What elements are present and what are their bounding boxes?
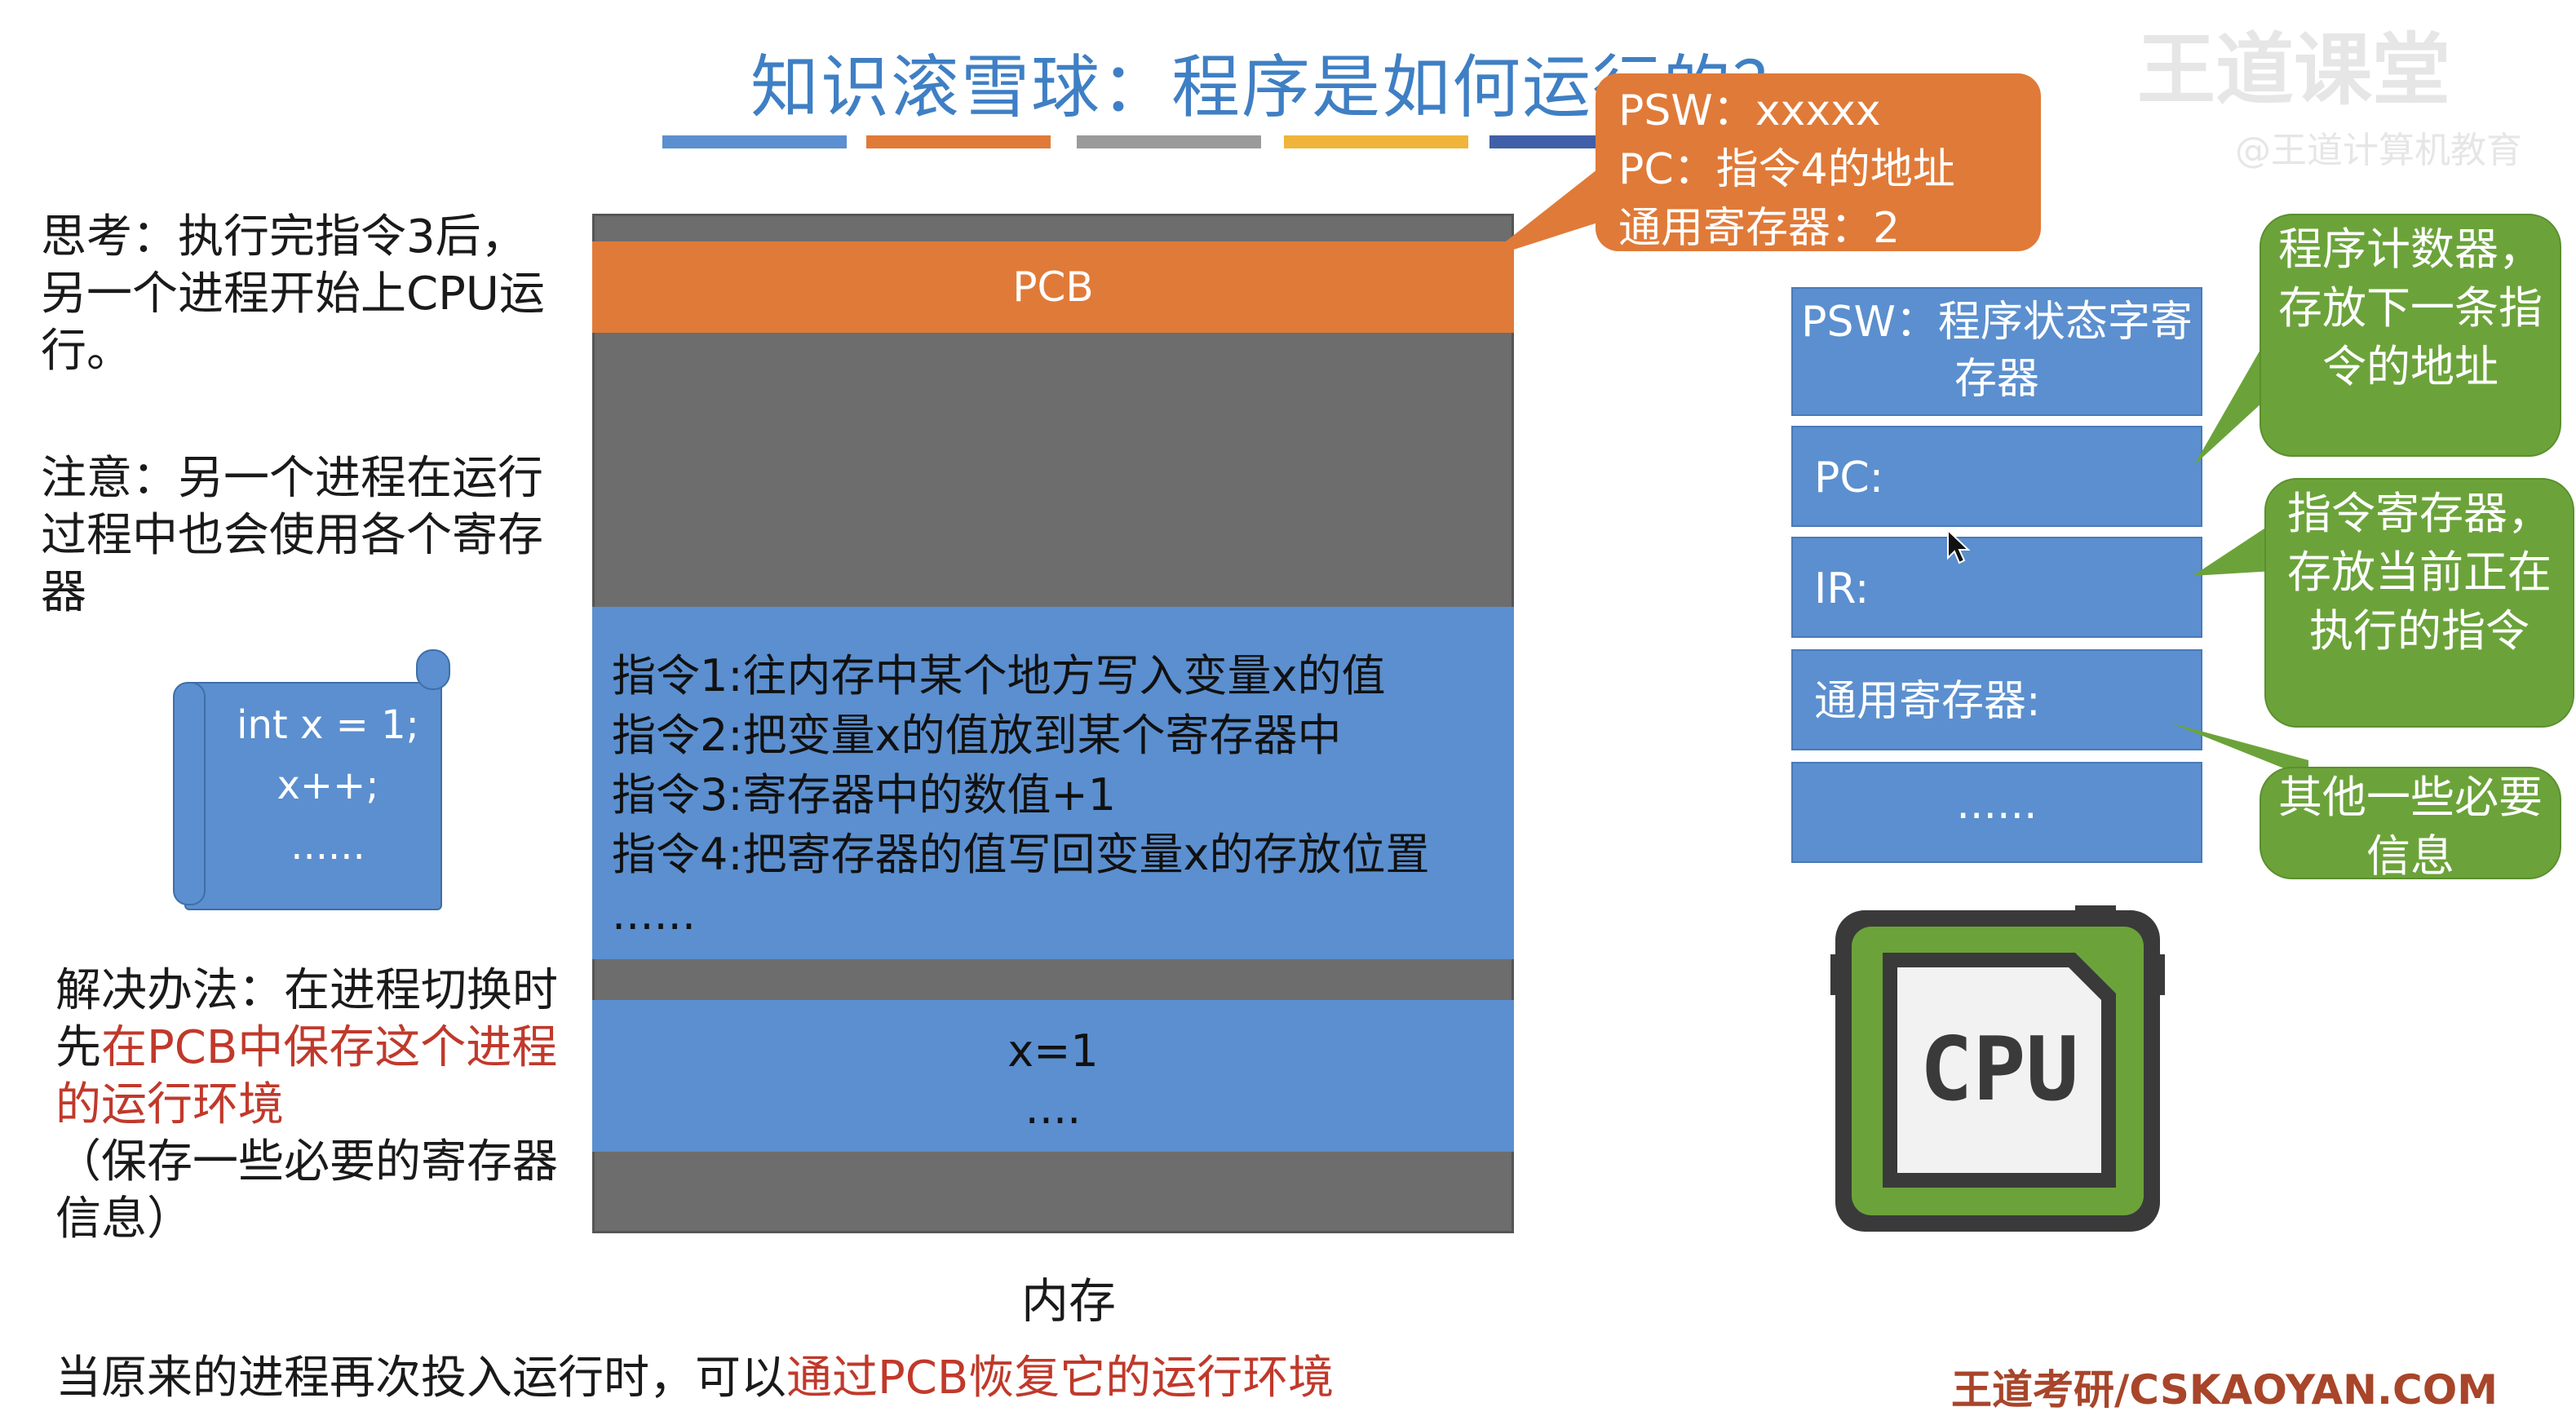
bottom-conclusion: 当原来的进程再次投入运行时，可以通过PCB恢复它的运行环境	[55, 1341, 1334, 1407]
register-pc: PC:	[1791, 426, 2202, 527]
title-underline-1	[662, 135, 847, 148]
pc-description-callout: 程序计数器，存放下一条指令的地址	[2260, 214, 2561, 457]
think-text: 思考：执行完指令3后，另一个进程开始上CPU运行。	[41, 210, 545, 378]
mouse-cursor-icon	[1947, 529, 1971, 564]
code-snippet: int x = 1; x++; ......	[206, 695, 450, 876]
register-general: 通用寄存器:	[1791, 649, 2202, 750]
pcb-saved-state-callout: PSW：xxxxx PC：指令4的地址 通用寄存器：2	[1596, 73, 2041, 253]
callout-line: PSW：xxxxx	[1618, 86, 1881, 135]
instruction-line: 指令4:把寄存器的值写回变量x的存放位置	[612, 829, 1430, 880]
code-line: ......	[290, 823, 365, 869]
watermark-logo: 王道课堂	[2137, 24, 2450, 116]
solution-prefix: 解决办法：在进程切换时先	[55, 964, 558, 1074]
memory-label: 内存	[1020, 1273, 1116, 1329]
title-underline-5	[1489, 135, 1596, 148]
bottom-highlight: 通过PCB恢复它的运行环境	[786, 1352, 1334, 1405]
instruction-line: 指令2:把变量x的值放到某个寄存器中	[612, 710, 1342, 761]
cpu-icon: CPU	[1830, 905, 2165, 1232]
scroll-roll-left	[173, 682, 206, 905]
callout-pointer	[1483, 163, 1605, 259]
other-info-callout: 其他一些必要信息	[2260, 767, 2561, 882]
solution-highlight: 在PCB中保存这个进程的运行环境	[55, 1021, 558, 1131]
register-more: ......	[1791, 762, 2202, 863]
data-line: x=1	[1007, 1025, 1099, 1077]
code-scroll: int x = 1; x++; ......	[173, 649, 455, 910]
instruction-line: 指令3:寄存器中的数值+1	[612, 769, 1117, 821]
ir-description-callout: 指令寄存器，存放当前正在执行的指令	[2264, 478, 2574, 728]
bottom-prefix: 当原来的进程再次投入运行时，可以	[55, 1352, 786, 1405]
footer-brand: 王道考研/CSKAOYAN.COM	[1951, 1366, 2498, 1414]
pcb-block: PCB	[592, 241, 1514, 333]
title-underline-2	[866, 135, 1051, 148]
title-underline-4	[1284, 135, 1468, 148]
watermark-subtitle: @王道计算机教育	[2235, 130, 2522, 171]
data-line: ....	[1025, 1082, 1082, 1134]
callout-line: 通用寄存器：2	[1618, 204, 1901, 253]
title-underline-3	[1077, 135, 1261, 148]
scroll-body	[184, 682, 442, 910]
callout-line: PC：指令4的地址	[1618, 145, 1955, 194]
scroll-roll-top	[416, 649, 450, 690]
instruction-line: 指令1:往内存中某个地方写入变量x的值	[612, 650, 1386, 701]
solution-suffix: （保存一些必要的寄存器信息）	[55, 1135, 558, 1246]
register-ir: IR:	[1791, 537, 2202, 638]
instruction-line: ......	[612, 888, 696, 940]
code-line: int x = 1;	[237, 702, 419, 748]
data-block: x=1 ....	[592, 1000, 1514, 1152]
code-line: x++;	[277, 763, 379, 808]
other-callout-pointer	[2170, 723, 2308, 778]
cpu-label: CPU	[1919, 1019, 2078, 1121]
solution-text: 解决办法：在进程切换时先在PCB中保存这个进程的运行环境（保存一些必要的寄存器信…	[55, 962, 561, 1248]
ir-callout-pointer	[2193, 522, 2274, 576]
register-psw: PSW：程序状态字寄存器	[1791, 287, 2202, 416]
instruction-block: 指令1:往内存中某个地方写入变量x的值 指令2:把变量x的值放到某个寄存器中 指…	[592, 607, 1514, 959]
note-text: 注意：另一个进程在运行过程中也会使用各个寄存器	[41, 452, 543, 619]
